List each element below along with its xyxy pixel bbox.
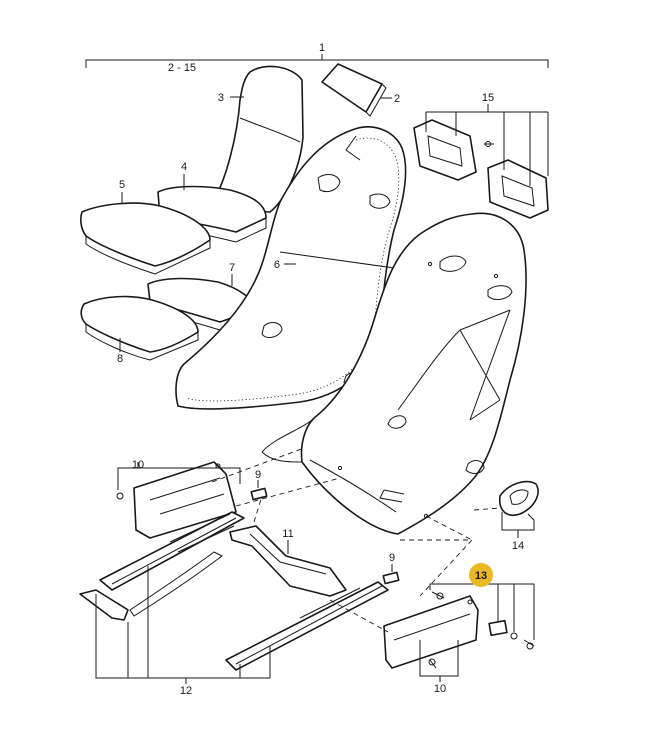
part-14-belt-guide <box>498 480 539 521</box>
callout-13-badge[interactable] <box>469 563 493 587</box>
assembly-lines <box>211 447 501 633</box>
label-15: 15 <box>482 92 494 104</box>
bracket-10-lower <box>419 640 459 682</box>
bracket-14 <box>501 512 535 538</box>
label-5: 5 <box>119 179 125 191</box>
callout-13[interactable]: 13 <box>469 563 493 587</box>
label-4: 4 <box>181 161 187 173</box>
label-10-lower: 10 <box>434 683 446 695</box>
label-10-upper: 10 <box>132 459 144 471</box>
label-2-15: 2 - 15 <box>168 62 196 74</box>
label-6: 6 <box>274 259 280 271</box>
part-12-seat-rails <box>79 511 389 671</box>
label-14: 14 <box>512 540 524 552</box>
bracket-10-upper <box>117 462 241 490</box>
label-13: 13 <box>475 570 487 582</box>
label-2: 2 <box>394 93 400 105</box>
bracket-1 <box>85 54 549 68</box>
part-5-seat-cushion <box>80 202 211 275</box>
part-15-harness-guides <box>413 119 549 219</box>
label-7: 7 <box>229 262 235 274</box>
fasteners <box>116 141 534 666</box>
seat-shell <box>261 212 527 535</box>
part-10-side-bracket-left <box>133 461 237 539</box>
label-1: 1 <box>319 42 325 54</box>
label-8: 8 <box>117 353 123 365</box>
label-9-lower: 9 <box>389 552 395 564</box>
bracket-15 <box>425 104 549 186</box>
label-9-upper: 9 <box>255 469 261 481</box>
label-12: 12 <box>180 685 192 697</box>
part-10-side-bracket-right <box>383 595 479 669</box>
part-2-head-pad <box>321 63 387 117</box>
part-9-clip-upper <box>250 480 268 501</box>
bracket-12 <box>95 566 271 684</box>
label-11: 11 <box>282 528 293 540</box>
part-11-crossmember <box>229 525 347 597</box>
part-8-base-cushion <box>80 295 199 361</box>
part-9-clip-lower <box>382 564 400 585</box>
label-3: 3 <box>218 92 224 104</box>
